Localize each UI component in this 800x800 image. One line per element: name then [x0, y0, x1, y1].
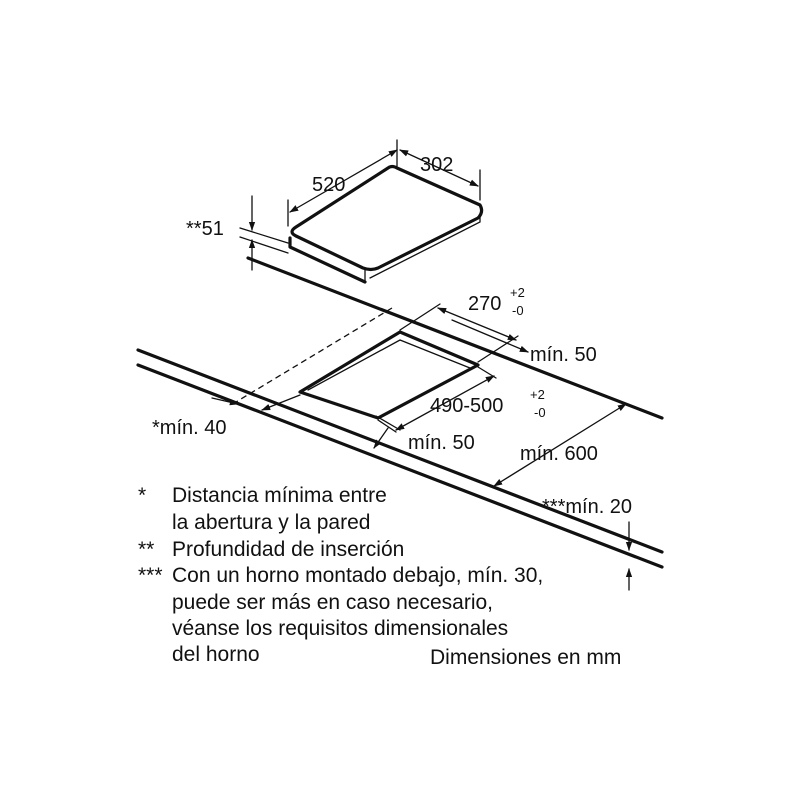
note-3-line-3: véanse los requisitos dimensionales [172, 617, 508, 640]
note-1-line-2: la abertura y la pared [172, 511, 370, 534]
min-side-dimension: *mín. 40 [152, 394, 301, 439]
cutout-depth-label: 490-500 [430, 395, 503, 417]
cutout-width-dimension: 270 +2 -0 [399, 285, 525, 363]
hob-width-dimension: 302 [396, 139, 481, 201]
notes: * Distancia mínima entre la abertura y l… [138, 484, 621, 669]
cutout-depth-tol-minus: -0 [534, 405, 546, 420]
note-3-line-1: Con un horno montado debajo, mín. 30, [172, 564, 543, 587]
insertion-depth-dimension: **51 [186, 195, 289, 271]
note-marker-1: * [138, 484, 146, 507]
hob-depth-label: 520 [312, 174, 345, 196]
note-marker-3: *** [138, 564, 163, 587]
cutout-width-tol-minus: -0 [512, 303, 524, 318]
hob-width-label: 302 [420, 154, 453, 176]
cutout-depth-dimension: 490-500 +2 -0 [377, 366, 546, 433]
min-side-label: *mín. 40 [152, 417, 226, 439]
min-back-label: mín. 50 [530, 344, 597, 366]
hob-depth-dimension: 520 [287, 149, 398, 227]
min-worktop-dimension: ***mín. 20 [542, 496, 633, 591]
cutout-depth-tol-plus: +2 [530, 387, 545, 402]
min-front-dimension: mín. 50 [373, 415, 475, 454]
insertion-depth-label: **51 [186, 218, 224, 240]
note-1-line-1: Distancia mínima entre [172, 484, 387, 507]
min-front-label: mín. 50 [408, 432, 475, 454]
note-3-line-2: puede ser más en caso necesario, [172, 591, 493, 614]
note-3-line-4: del horno [172, 643, 260, 666]
note-2-line-1: Profundidad de inserción [172, 538, 404, 561]
min-back-dimension: mín. 50 [451, 319, 597, 366]
min-wall-unit-label: mín. 600 [520, 443, 598, 465]
cutout-width-label: 270 [468, 293, 501, 315]
min-wall-unit-dimension: mín. 600 [493, 403, 627, 487]
note-marker-2: ** [138, 538, 154, 561]
min-worktop-label: ***mín. 20 [542, 496, 632, 518]
cutout [298, 330, 480, 420]
units-note: Dimensiones en mm [430, 646, 621, 669]
cutout-width-tol-plus: +2 [510, 285, 525, 300]
